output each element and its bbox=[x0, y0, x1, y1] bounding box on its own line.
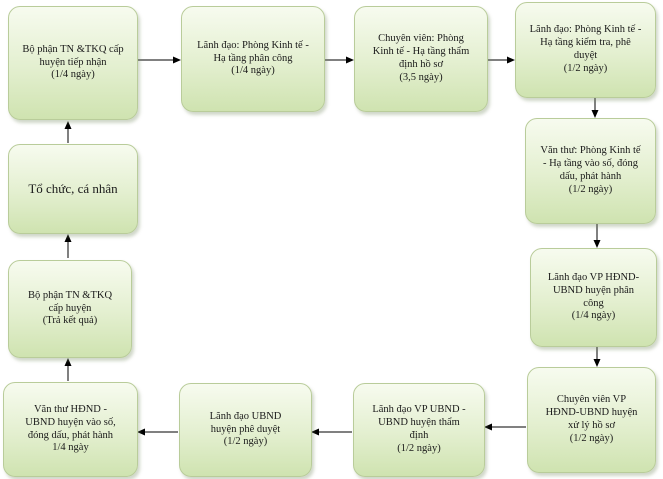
step-9-box: Lãnh đạo UBND huyện phê duyệt (1/2 ngày) bbox=[179, 383, 312, 477]
step-4-label: Lãnh đạo: Phòng Kinh tế - Hạ tầng kiểm t… bbox=[529, 24, 642, 74]
step-6-label: Lãnh đạo VP HĐND- UBND huyện phân công (… bbox=[547, 271, 640, 322]
step-8-label: Lãnh đạo VP UBND - UBND huyện thẩm định … bbox=[372, 404, 466, 454]
step-3-box: Chuyên viên: Phòng Kinh tế - Hạ tầng thẩ… bbox=[354, 6, 488, 112]
step-11-box: Bộ phận TN &TKQ cấp huyện (Trả kết quả) bbox=[8, 260, 132, 358]
step-2-label: Lãnh đạo: Phòng Kinh tế - Hạ tầng phân c… bbox=[197, 39, 309, 77]
step-12-label: Tổ chức, cá nhân bbox=[28, 181, 118, 197]
step-10-box: Văn thư HĐND - UBND huyện vào số, đóng d… bbox=[3, 382, 138, 477]
step-6-box: Lãnh đạo VP HĐND- UBND huyện phân công (… bbox=[530, 248, 657, 347]
step-2-box: Lãnh đạo: Phòng Kinh tế - Hạ tầng phân c… bbox=[181, 6, 325, 112]
step-5-label: Văn thư: Phòng Kinh tế - Hạ tầng vào số,… bbox=[540, 145, 641, 195]
step-9-label: Lãnh đạo UBND huyện phê duyệt (1/2 ngày) bbox=[209, 410, 282, 448]
step-10-label: Văn thư HĐND - UBND huyện vào số, đóng d… bbox=[25, 403, 116, 454]
step-1-label: Bộ phận TN &TKQ cấp huyện tiếp nhận (1/4… bbox=[22, 43, 124, 81]
step-8-box: Lãnh đạo VP UBND - UBND huyện thẩm định … bbox=[353, 383, 485, 477]
step-7-box: Chuyên viên VP HĐND-UBND huyện xử lý hồ … bbox=[527, 367, 656, 473]
step-12-box: Tổ chức, cá nhân bbox=[8, 144, 138, 234]
step-5-box: Văn thư: Phòng Kinh tế - Hạ tầng vào số,… bbox=[525, 118, 656, 224]
step-4-box: Lãnh đạo: Phòng Kinh tế - Hạ tầng kiểm t… bbox=[515, 2, 656, 98]
step-3-label: Chuyên viên: Phòng Kinh tế - Hạ tầng thẩ… bbox=[372, 33, 470, 83]
step-1-box: Bộ phận TN &TKQ cấp huyện tiếp nhận (1/4… bbox=[8, 6, 138, 120]
step-11-label: Bộ phận TN &TKQ cấp huyện (Trả kết quả) bbox=[27, 289, 113, 327]
step-7-label: Chuyên viên VP HĐND-UBND huyện xử lý hồ … bbox=[545, 394, 638, 444]
